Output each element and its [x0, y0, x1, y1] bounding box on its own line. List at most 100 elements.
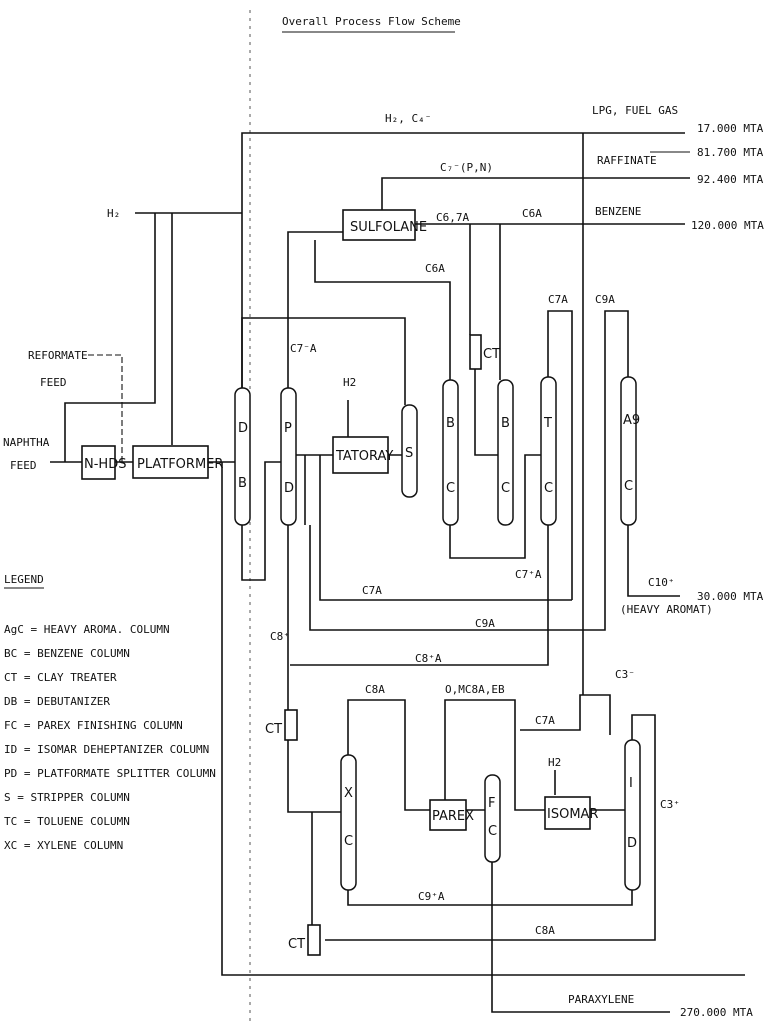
unit-nhds: N-HDS [81, 445, 126, 480]
svg-text:C7⁺A: C7⁺A [515, 568, 542, 581]
unit-parex: PAREX [429, 799, 474, 831]
svg-text:C: C [624, 479, 633, 494]
svg-text:C8A: C8A [365, 683, 385, 696]
svg-text:A9: A9 [623, 413, 640, 428]
unit-sulfolane: SULFOLANE [342, 209, 427, 241]
legend-item: PD = PLATFORMATE SPLITTER COLUMN [4, 767, 216, 780]
svg-text:H₂: H₂ [107, 207, 120, 220]
column-bc2: B C [497, 379, 514, 526]
column-xc: X C [340, 754, 357, 891]
svg-text:C: C [344, 834, 353, 849]
svg-text:I: I [629, 776, 633, 791]
column-db: D B [234, 387, 251, 526]
svg-text:REFORMATE: REFORMATE [28, 349, 88, 362]
stream-labels: H₂, C₄⁻ LPG, FUEL GAS 17.000 MTA 81.700 … [3, 104, 764, 1019]
svg-text:(HEAVY AROMAT): (HEAVY AROMAT) [620, 603, 713, 616]
svg-text:CT: CT [265, 722, 282, 737]
svg-text:C7⁻A: C7⁻A [290, 342, 317, 355]
svg-text:C8⁺A: C8⁺A [415, 652, 442, 665]
svg-text:92.400 MTA: 92.400 MTA [697, 173, 764, 186]
legend-item: CT = CLAY TREATER [4, 671, 117, 684]
svg-text:N-HDS: N-HDS [84, 457, 126, 472]
svg-text:PARAXYLENE: PARAXYLENE [568, 993, 634, 1006]
svg-text:NAPHTHA: NAPHTHA [3, 436, 50, 449]
svg-text:C₇⁻(P,N): C₇⁻(P,N) [440, 161, 493, 174]
svg-text:RAFFINATE: RAFFINATE [597, 154, 657, 167]
svg-text:C8A: C8A [535, 924, 555, 937]
column-bc1: B C [442, 379, 459, 526]
column-s: S [401, 404, 418, 498]
legend-item: AgC = HEAVY AROMA. COLUMN [4, 623, 170, 636]
clay-treater-3: CT [288, 924, 321, 956]
svg-text:C9A: C9A [475, 617, 495, 630]
column-fc: F C [484, 774, 501, 863]
svg-text:C7A: C7A [548, 293, 568, 306]
svg-text:C6A: C6A [522, 207, 542, 220]
unit-tatoray: TATORAY [332, 436, 393, 474]
svg-text:X: X [344, 786, 353, 801]
svg-text:C10⁺: C10⁺ [648, 576, 675, 589]
svg-text:ISOMAR: ISOMAR [547, 807, 598, 822]
svg-text:120.000 MTA: 120.000 MTA [691, 219, 764, 232]
svg-text:H2: H2 [343, 376, 356, 389]
svg-text:CT: CT [483, 347, 500, 362]
svg-text:C9A: C9A [595, 293, 615, 306]
svg-text:C3⁻: C3⁻ [615, 668, 635, 681]
svg-text:H2: H2 [548, 756, 561, 769]
column-tc: T C [540, 376, 557, 526]
svg-text:FEED: FEED [10, 459, 37, 472]
svg-text:B: B [446, 416, 455, 431]
svg-text:O,MC8A,EB: O,MC8A,EB [445, 683, 505, 696]
svg-text:D: D [627, 836, 637, 851]
svg-text:B: B [501, 416, 510, 431]
svg-text:PAREX: PAREX [432, 809, 474, 824]
svg-text:SULFOLANE: SULFOLANE [350, 220, 427, 235]
svg-text:C7A: C7A [535, 714, 555, 727]
svg-text:270.000 MTA: 270.000 MTA [680, 1006, 753, 1019]
legend-heading: LEGEND [4, 573, 44, 586]
svg-text:LPG, FUEL GAS: LPG, FUEL GAS [592, 104, 678, 117]
svg-text:C8⁺: C8⁺ [270, 630, 290, 643]
svg-text:C: C [544, 481, 553, 496]
svg-text:C: C [501, 481, 510, 496]
legend-item: S = STRIPPER COLUMN [4, 791, 130, 804]
svg-text:C6A: C6A [425, 262, 445, 275]
clay-treater-1: CT [469, 334, 500, 370]
svg-text:H₂, C₄⁻: H₂, C₄⁻ [385, 112, 431, 125]
svg-text:BENZENE: BENZENE [595, 205, 641, 218]
svg-text:D: D [284, 481, 294, 496]
column-pd: P D [280, 387, 297, 526]
svg-text:C: C [446, 481, 455, 496]
legend-item: XC = XYLENE COLUMN [4, 839, 123, 852]
svg-text:C6,7A: C6,7A [436, 211, 469, 224]
column-id: I D [624, 739, 641, 891]
svg-text:C9⁺A: C9⁺A [418, 890, 445, 903]
svg-text:PLATFORMER: PLATFORMER [137, 457, 223, 472]
svg-text:81.700 MTA: 81.700 MTA [697, 146, 764, 159]
svg-text:B: B [238, 476, 247, 491]
unit-platformer: PLATFORMER [132, 445, 223, 479]
legend-item: DB = DEBUTANIZER [4, 695, 110, 708]
svg-text:17.000 MTA: 17.000 MTA [697, 122, 764, 135]
svg-text:T: T [543, 416, 552, 431]
svg-text:30.000 MTA: 30.000 MTA [697, 590, 764, 603]
svg-text:TATORAY: TATORAY [335, 449, 393, 464]
svg-text:C: C [488, 824, 497, 839]
legend-item: FC = PAREX FINISHING COLUMN [4, 719, 183, 732]
svg-text:CT: CT [288, 937, 305, 952]
process-lines [50, 132, 745, 1013]
svg-text:FEED: FEED [40, 376, 67, 389]
legend-item: ID = ISOMAR DEHEPTANIZER COLUMN [4, 743, 209, 756]
svg-text:C7A: C7A [362, 584, 382, 597]
legend-item: BC = BENZENE COLUMN [4, 647, 130, 660]
svg-text:C3⁺: C3⁺ [660, 798, 680, 811]
legend: LEGEND AgC = HEAVY AROMA. COLUMN BC = BE… [4, 573, 216, 852]
svg-text:D: D [238, 421, 248, 436]
svg-text:P: P [284, 421, 292, 436]
clay-treater-2: CT [265, 709, 298, 741]
unit-isomar: ISOMAR [544, 796, 598, 830]
legend-item: TC = TOLUENE COLUMN [4, 815, 130, 828]
diagram-title: Overall Process Flow Scheme [282, 15, 461, 28]
svg-text:F: F [488, 796, 495, 811]
